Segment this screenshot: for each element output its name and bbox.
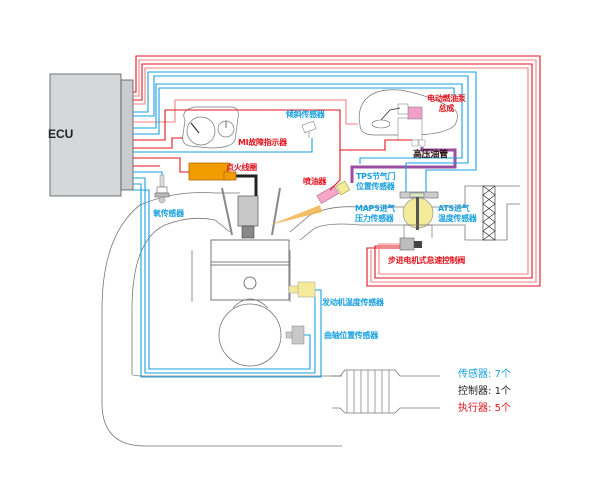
coolant-temp-sensor-label: 发动机温度传感器 <box>322 298 384 307</box>
mil-indicator-label: MI故障指示器 <box>238 138 287 147</box>
oxygen-sensor-label: 氧传感器 <box>153 209 184 218</box>
crank-sensor <box>285 325 305 345</box>
crank-sensor-label: 曲轴位置传感器 <box>324 331 378 340</box>
tps-label: TPS节气门 位置传感器 <box>356 172 396 191</box>
maps-label: MAPS进气 压力传感器 <box>355 204 395 223</box>
coolant-temp-sensor <box>288 281 316 298</box>
catalytic-converter <box>346 370 390 413</box>
actuator-wires <box>133 55 541 287</box>
legend: 传感器: 7个 控制器: 1个 执行器: 5个 <box>458 366 511 417</box>
idle-valve-label: 步进电机式怠速控制阀 <box>388 256 465 265</box>
legend-actuators: 执行器: 5个 <box>458 403 511 414</box>
tilt-sensor-label: 倾斜传感器 <box>286 110 325 119</box>
legend-controllers: 控制器: 1个 <box>458 386 511 397</box>
legend-sensors: 传感器: 7个 <box>458 369 511 380</box>
ignition-coil-label: 点火线圈 <box>226 163 257 172</box>
high-pressure-line-label: 高压油管 <box>413 150 448 160</box>
sensor-wires <box>133 71 477 378</box>
cylinder <box>210 187 290 367</box>
air-filter <box>482 185 496 241</box>
ecu-box <box>49 73 134 197</box>
ats-label: ATS进气 温度传感器 <box>438 204 477 223</box>
spark-plug <box>236 174 259 239</box>
throttle-body <box>399 191 439 251</box>
ecu-label: ECU <box>48 127 74 141</box>
oxygen-sensor <box>154 174 170 204</box>
mil-dashboard <box>182 106 239 149</box>
fuel-tank <box>358 89 458 147</box>
injector-label: 喷油器 <box>303 177 327 186</box>
tilt-sensor-glyph <box>301 120 317 138</box>
fuel-pump-label: 电动燃油泵 总成 <box>427 94 466 113</box>
injector <box>270 180 351 225</box>
pipe-outline <box>101 185 520 447</box>
